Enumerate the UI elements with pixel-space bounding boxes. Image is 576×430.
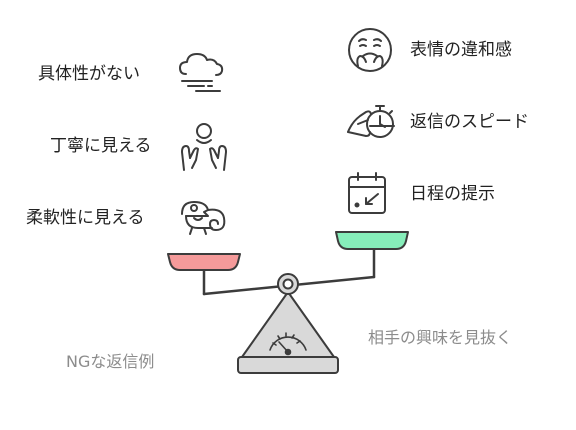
left-item-1-label: 具体性がない: [38, 64, 140, 84]
right-caption: 相手の興味を見抜く: [368, 328, 513, 347]
pivot-hub: [282, 278, 294, 290]
right-pan: [335, 231, 409, 250]
hand-stopwatch-icon: [347, 105, 395, 138]
right-item-3-label: 日程の提示: [410, 184, 495, 204]
left-caption: NGな返信例: [66, 352, 155, 371]
left-item-3-label: 柔軟性に見える: [26, 208, 145, 228]
cloud-fog-icon: [179, 53, 224, 92]
praying-hands-icon: [181, 123, 227, 171]
right-item-1-label: 表情の違和感: [410, 40, 512, 60]
scale-base: [237, 356, 339, 374]
left-pan: [167, 253, 241, 271]
scale-pyramid: [241, 291, 335, 358]
chameleon-icon: [181, 201, 226, 235]
calendar-icon: [348, 172, 386, 214]
left-item-2-label: 丁寧に見える: [50, 136, 152, 156]
confused-face-icon: [348, 28, 392, 72]
gauge-icon: [269, 332, 307, 356]
right-item-2-label: 返信のスピード: [410, 112, 529, 132]
